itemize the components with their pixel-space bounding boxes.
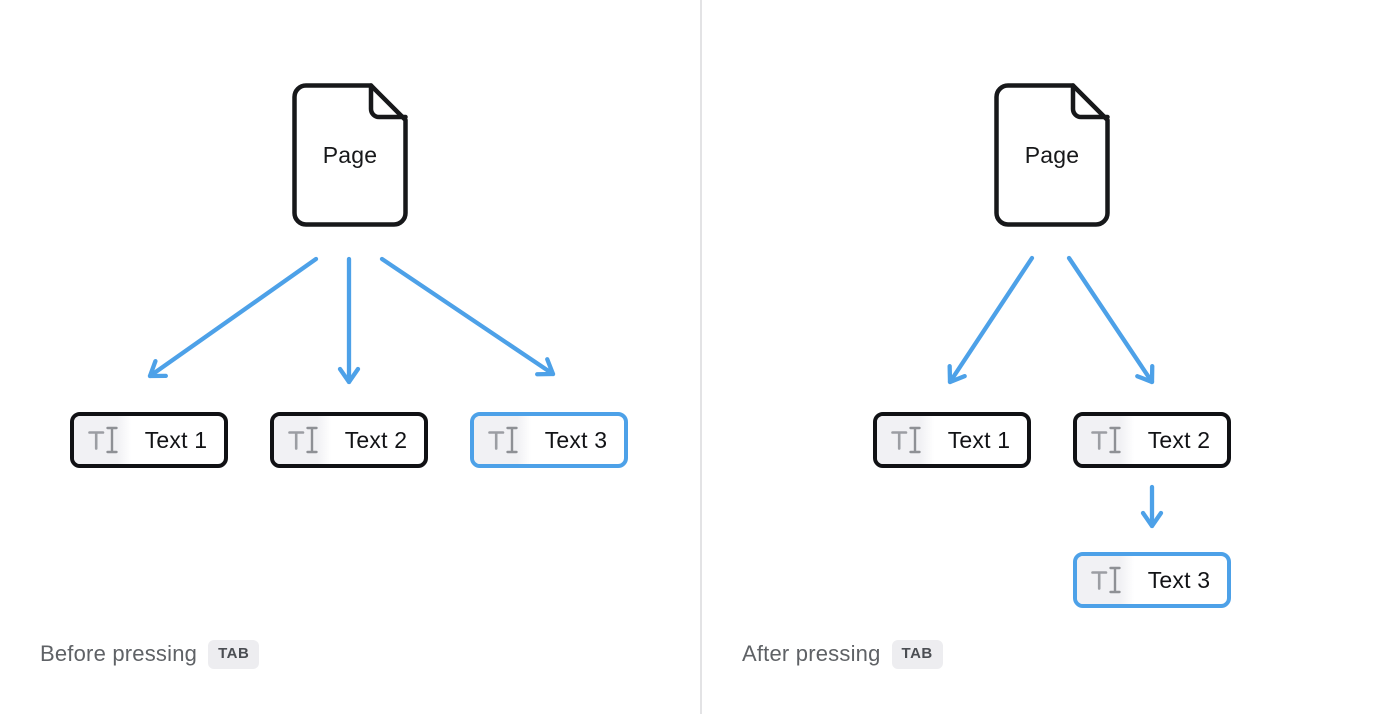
page-icon	[292, 83, 408, 227]
text-node-label: Text 2	[1147, 426, 1211, 453]
arrow-page-to-text1	[947, 255, 1035, 385]
text-cursor-icon	[474, 416, 531, 464]
panel-after: Page Text 1 Text 2	[700, 0, 1400, 714]
arrow-page-to-text2	[1066, 255, 1155, 385]
text-node-text1: Text 1	[873, 412, 1031, 468]
text-cursor-icon	[1077, 556, 1134, 604]
text-node-text2: Text 2	[1073, 412, 1231, 468]
text-node-label: Text 2	[344, 426, 408, 453]
arrow-page-to-text1	[147, 256, 319, 379]
text-cursor-icon	[74, 416, 131, 464]
arrow-page-to-text3	[379, 256, 556, 377]
text-node-text1: Text 1	[70, 412, 228, 468]
text-cursor-icon	[1077, 416, 1134, 464]
tab-key-badge: TAB	[891, 640, 943, 669]
caption-after: After pressing TAB	[742, 640, 943, 669]
text-cursor-icon	[274, 416, 331, 464]
text-cursor-icon	[877, 416, 934, 464]
tab-key-badge: TAB	[208, 640, 260, 669]
page-node: Page	[993, 82, 1111, 228]
page-label: Page	[322, 141, 378, 168]
page-node: Page	[291, 82, 409, 228]
caption-before: Before pressing TAB	[40, 640, 260, 669]
text-node-label: Text 1	[144, 426, 208, 453]
caption-text: After pressing	[742, 641, 881, 667]
text-node-text2: Text 2	[270, 412, 428, 468]
text-node-label: Text 1	[947, 426, 1011, 453]
panel-before: Page Text 1 Text 2	[40, 82, 628, 669]
page-icon	[994, 83, 1110, 227]
text-node-label: Text 3	[544, 426, 608, 453]
caption-text: Before pressing	[40, 641, 198, 667]
text-node-text3-selected: Text 3	[470, 412, 628, 468]
page-label: Page	[1024, 141, 1080, 168]
text-node-label: Text 3	[1147, 566, 1211, 593]
text-node-text3-selected: Text 3	[1073, 552, 1231, 608]
